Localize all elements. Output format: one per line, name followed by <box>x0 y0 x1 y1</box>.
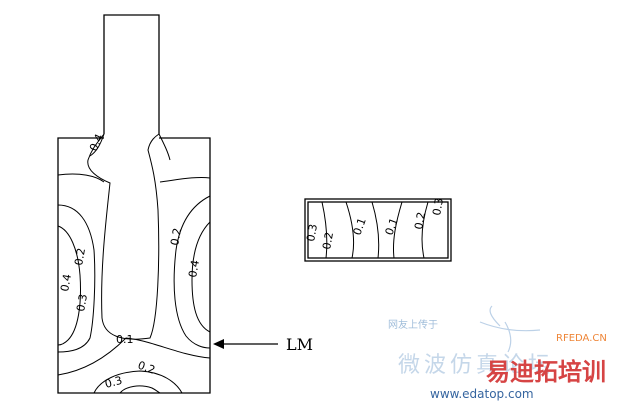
cavity-outline <box>57 137 211 394</box>
watermark-site-small: 网友上传于 <box>388 318 438 331</box>
watermark-url: www.edatop.com <box>430 387 534 401</box>
contour-label: 0.1 <box>116 333 134 346</box>
contour-label: 0.1 <box>351 216 369 237</box>
contour-label: 0.2 <box>72 247 88 266</box>
contour-label: 0.4 <box>186 259 202 278</box>
contour-line <box>345 201 355 259</box>
watermark: 网友上传于 RFEDA.CN 微波仿真论坛 易迪拓培训 www.edatop.c… <box>388 305 607 401</box>
arrow-head-icon <box>213 339 224 349</box>
left-structure: 0.4 0.2 0.4 0.3 0.1 0.2 0.3 0.2 0.4 <box>57 14 211 394</box>
watermark-cn-left: 微波仿真论坛 <box>398 353 554 378</box>
input-waveguide <box>103 14 160 134</box>
contour-label: 0.2 <box>320 231 336 250</box>
contour-line <box>191 221 211 333</box>
contour-label: 0.3 <box>430 197 446 216</box>
watermark-brand: RFEDA.CN <box>556 333 607 344</box>
contour-line <box>321 201 328 259</box>
contour-label: 0.2 <box>136 359 157 377</box>
contour-line <box>93 370 183 394</box>
contour-line <box>119 385 161 394</box>
contour-line <box>371 201 380 259</box>
right-box-outer <box>304 198 452 262</box>
contour-line <box>57 225 81 346</box>
contour-line <box>421 201 429 259</box>
dragonfly-icon <box>479 305 541 353</box>
contour-label: 0.2 <box>168 227 184 246</box>
contour-line <box>393 201 403 259</box>
contour-line <box>57 204 96 353</box>
contour-label: 0.4 <box>58 273 74 292</box>
contour-line <box>173 195 211 349</box>
right-structure: 0.3 0.2 0.1 0.1 0.2 0.3 <box>304 197 452 262</box>
contour-label: 0.1 <box>383 216 401 237</box>
watermark-cn-right: 易迪拓培训 <box>486 358 606 386</box>
lm-pointer: LM <box>213 335 313 354</box>
contour-label: 0.2 <box>412 211 428 230</box>
contour-line <box>159 177 211 183</box>
contour-line <box>87 133 160 340</box>
contour-label: 0.3 <box>304 223 320 242</box>
contour-line <box>57 337 211 376</box>
contour-label: 0.3 <box>74 293 90 312</box>
contour-line <box>89 133 171 161</box>
contour-label: 0.3 <box>103 374 123 391</box>
lm-label: LM <box>286 335 313 354</box>
contour-line <box>57 173 105 183</box>
